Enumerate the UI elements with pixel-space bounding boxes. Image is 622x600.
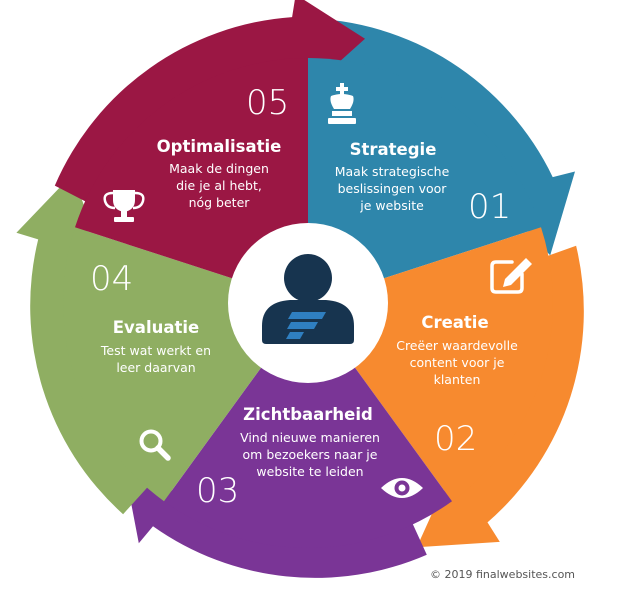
arrow-zichtbaarheid xyxy=(123,465,427,578)
segment-title: Optimalisatie xyxy=(157,137,282,156)
segment-strategie[interactable] xyxy=(308,58,541,303)
segment-title: Strategie xyxy=(350,140,437,159)
segment-desc-line: beslissingen voor xyxy=(338,181,448,196)
brand-logo-icon xyxy=(286,312,326,339)
segment-number: 01 xyxy=(468,187,511,227)
user-avatar-icon xyxy=(262,254,354,344)
segment-desc-line: je website xyxy=(359,198,424,213)
edit-icon xyxy=(490,258,532,294)
segment-desc-line: Maak strategische xyxy=(335,164,450,179)
segment-desc-line: content voor je xyxy=(410,355,505,370)
avatar-head xyxy=(284,254,332,302)
segment-desc-line: Vind nieuwe manieren xyxy=(240,430,380,445)
segment-number: 05 xyxy=(246,83,289,123)
chess-king-icon xyxy=(328,83,356,124)
segment-number: 02 xyxy=(434,419,477,459)
arrow-optimalisatie xyxy=(54,0,365,208)
search-icon xyxy=(139,429,171,461)
segment-desc-line: die je al hebt, xyxy=(176,178,262,193)
segment-desc-line: website te leiden xyxy=(256,464,363,479)
segment-content-creatie: 02 Creatie Creëer waardevolle content vo… xyxy=(396,258,532,459)
segment-desc-line: klanten xyxy=(434,372,481,387)
trophy-icon xyxy=(103,190,145,222)
copyright-text: © 2019 finalwebsites.com xyxy=(430,568,575,581)
segment-title: Evaluatie xyxy=(113,318,199,337)
segment-desc-line: Creëer waardevolle xyxy=(396,338,518,353)
segment-content-optimalisatie: 05 Optimalisatie Maak de dingen die je a… xyxy=(103,83,289,222)
segment-title: Creatie xyxy=(421,313,488,332)
segment-optimalisatie[interactable] xyxy=(75,58,308,303)
segment-desc-line: Test wat werkt en xyxy=(100,343,211,358)
center-hub xyxy=(228,223,388,383)
segment-desc-line: nóg beter xyxy=(189,195,251,210)
arrow-evaluatie xyxy=(16,174,154,515)
segment-content-evaluatie: 04 Evaluatie Test wat werkt en leer daar… xyxy=(90,259,211,461)
segment-desc-line: Maak de dingen xyxy=(169,161,269,176)
segment-title: Zichtbaarheid xyxy=(243,405,373,424)
segment-zichtbaarheid[interactable] xyxy=(164,303,452,548)
segment-content-strategie: 01 Strategie Maak strategische beslissin… xyxy=(328,83,511,227)
segment-desc-line: leer daarvan xyxy=(116,360,195,375)
segment-content-zichtbaarheid: 03 Zichtbaarheid Vind nieuwe manieren om… xyxy=(196,405,423,511)
segment-number: 04 xyxy=(90,259,133,299)
segment-desc-line: om bezoekers naar je xyxy=(243,447,378,462)
segment-number: 03 xyxy=(196,471,239,511)
eye-icon xyxy=(381,478,423,498)
